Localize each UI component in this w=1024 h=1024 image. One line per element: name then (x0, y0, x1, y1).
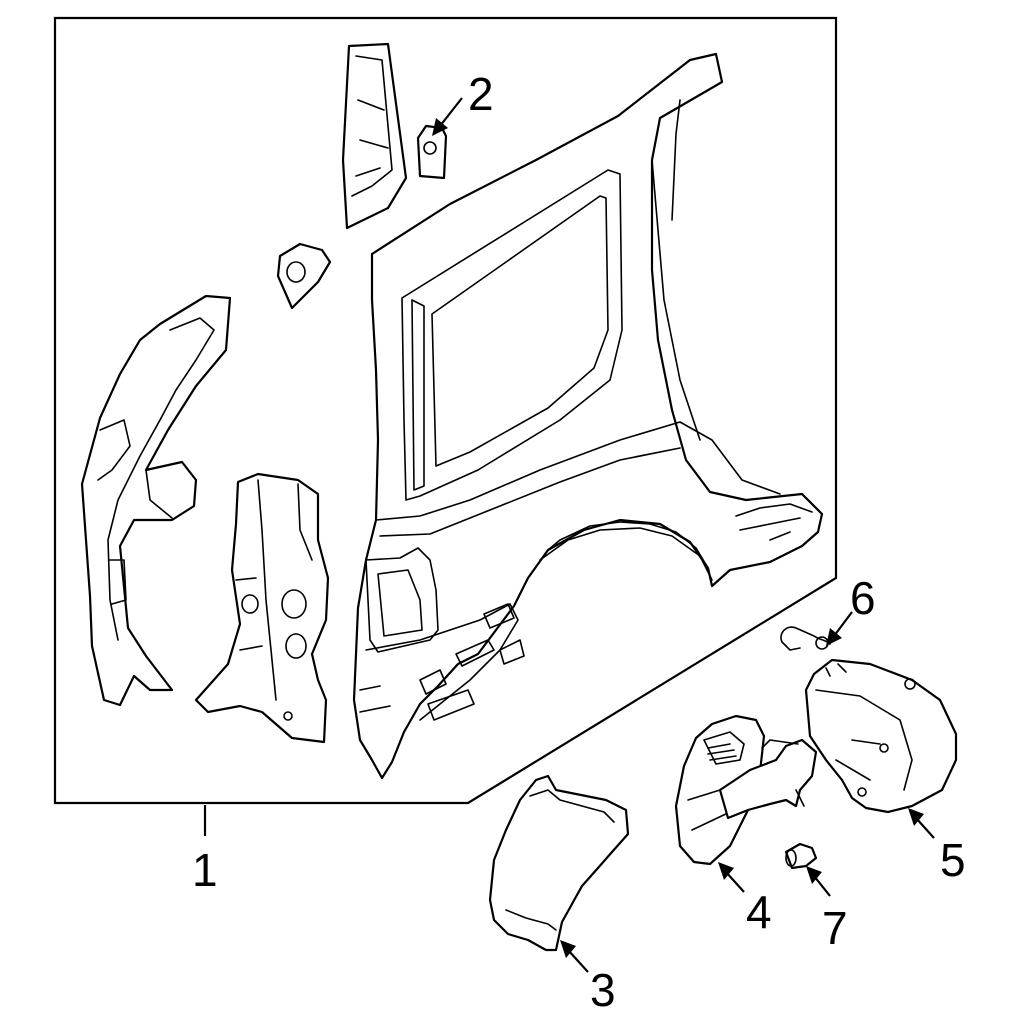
assembly-frame (53, 16, 838, 805)
leader-6 (833, 611, 853, 637)
leader-5 (915, 817, 935, 839)
triangular-bracket (276, 242, 332, 310)
callout-7: 7 (822, 902, 848, 954)
plate-bracket (416, 124, 448, 180)
arrow-4 (718, 862, 734, 880)
arrow-5 (908, 808, 924, 826)
wheel-arch-extension (488, 774, 630, 952)
leader-3 (567, 949, 589, 973)
leader-7 (813, 875, 831, 897)
callout-1: 1 (192, 844, 218, 896)
inner-wheelhouse-panel (194, 472, 330, 744)
rubber-bumper (784, 842, 818, 870)
leader-2 (439, 97, 463, 127)
quarter-panel (352, 52, 824, 780)
fuel-filler-housing (804, 658, 958, 814)
left-pillar-panel (80, 294, 232, 707)
tether-cable (780, 626, 831, 651)
arrow-6 (826, 628, 842, 646)
leader-4 (725, 871, 745, 893)
arrow-2 (432, 118, 448, 136)
callout-5: 5 (940, 834, 966, 886)
upper-pillar-reinforcement (341, 42, 408, 230)
callout-4: 4 (746, 886, 772, 938)
arrow-3 (560, 940, 576, 958)
fuel-filler-door (674, 714, 818, 866)
callout-3: 3 (590, 964, 616, 1016)
callout-2: 2 (468, 68, 494, 120)
arrow-7 (806, 866, 822, 884)
callout-6: 6 (850, 572, 876, 624)
